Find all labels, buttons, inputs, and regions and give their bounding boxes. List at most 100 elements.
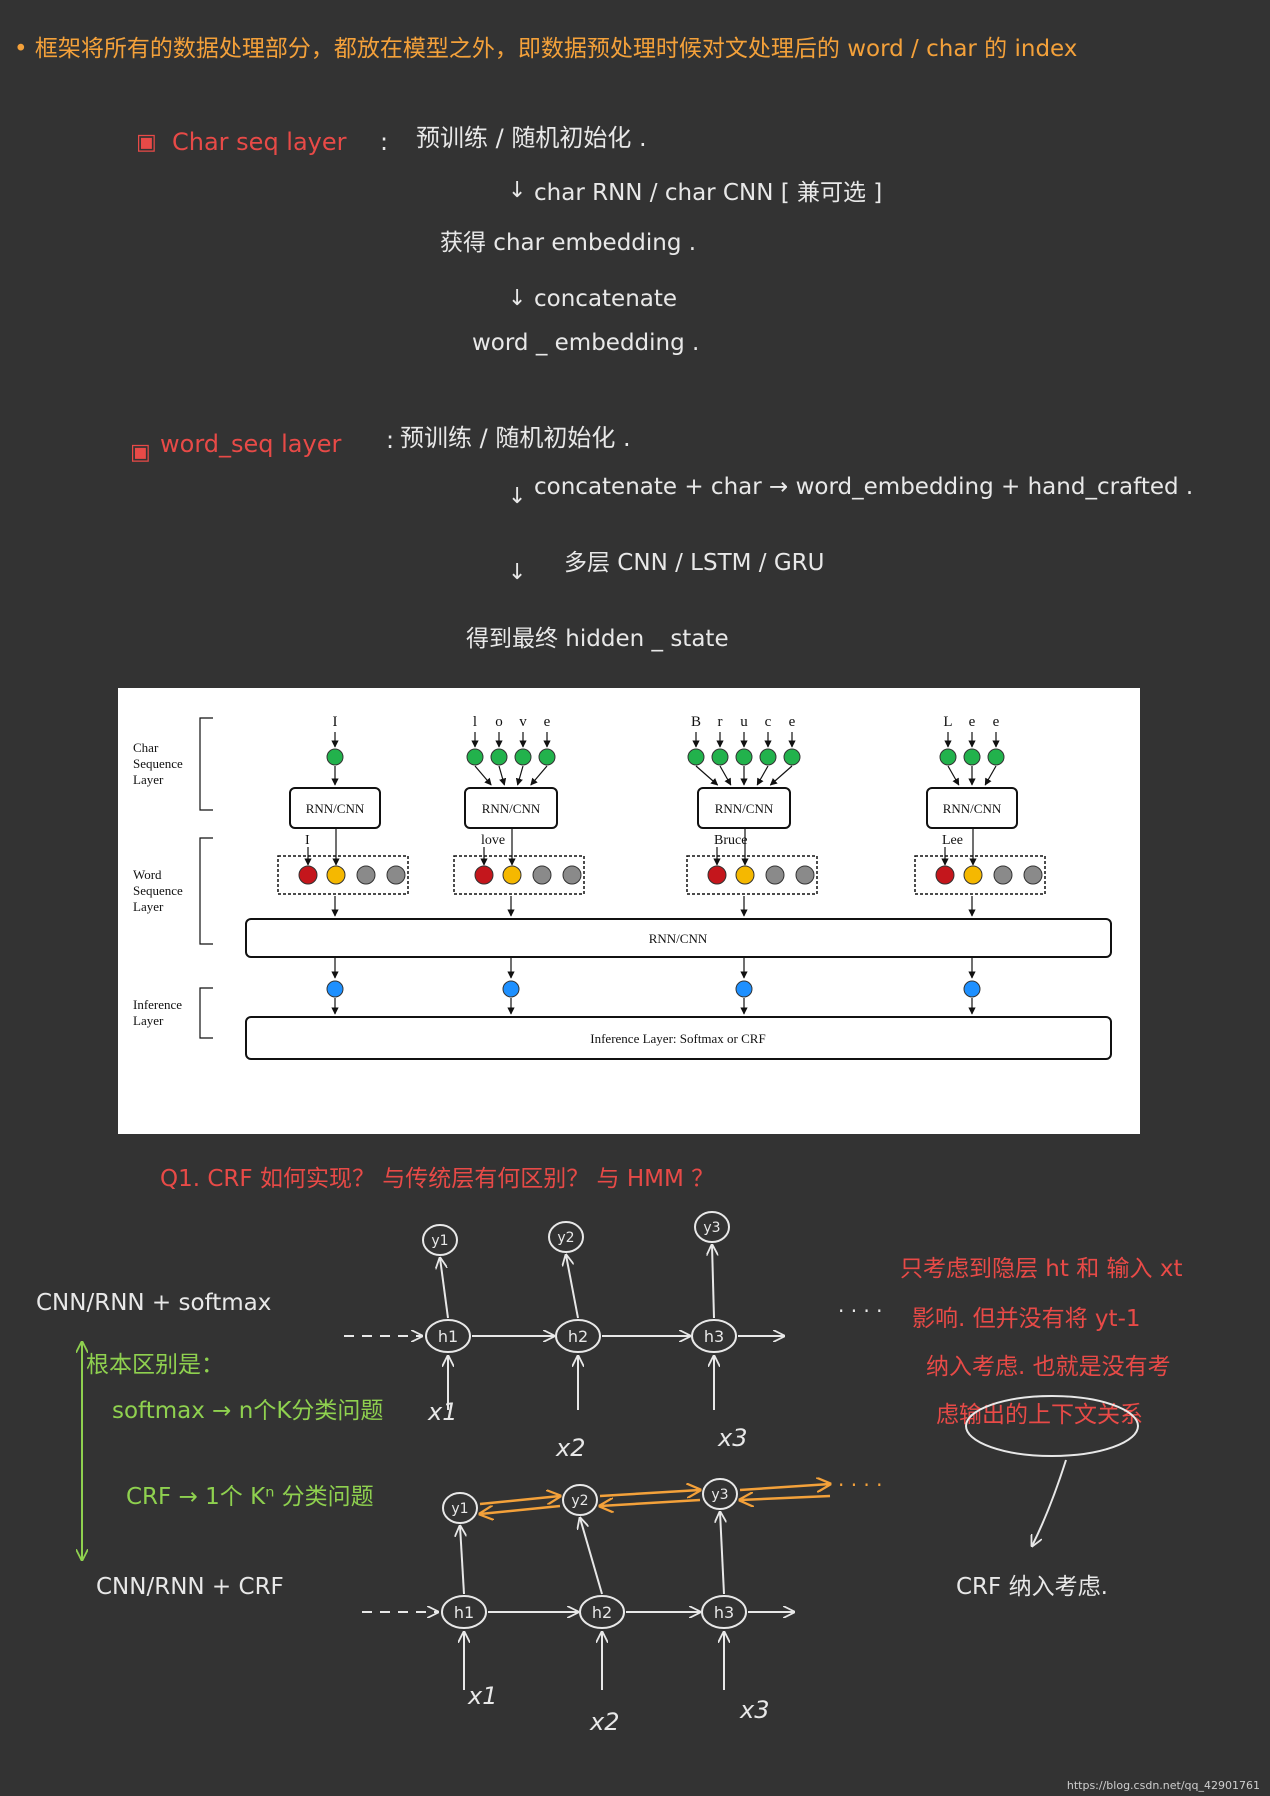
char-rnn-cnn-label: RNN/CNN <box>943 801 1002 816</box>
hidden-node-label: h2 <box>592 1603 612 1622</box>
hidden-to-output-arrow <box>720 1512 724 1595</box>
hidden-node-label: h1 <box>454 1603 474 1622</box>
word-embedding-node <box>707 865 727 885</box>
handcrafted-feature-node <box>386 865 406 885</box>
output-node <box>694 1211 730 1243</box>
q1-question: Q1. CRF 如何实现？ 与传统层有何区别？ 与 HMM ？ <box>160 1166 715 1192</box>
header-note: • 框架将所有的数据处理部分，都放在模型之外，即数据预处理时候对文处理后的 wo… <box>14 36 1078 62</box>
char-label: e <box>993 714 1000 730</box>
char-to-box-arrow <box>515 765 524 786</box>
hidden-to-output-arrow <box>580 1518 603 1595</box>
word-seq-colon: : <box>386 426 395 454</box>
char-embedding-node <box>939 748 957 766</box>
layer-label: Char <box>133 740 159 755</box>
arrow-down-icon: ↓ <box>508 178 527 203</box>
char-embedding-node <box>987 748 1005 766</box>
char-label: l <box>473 714 477 730</box>
word-seq-bullet-icon: ▣ <box>130 440 151 465</box>
handcrafted-feature-node <box>356 865 376 885</box>
word-label: Bruce <box>714 833 747 848</box>
word-label: love <box>481 833 505 848</box>
word-embedding-node <box>474 865 494 885</box>
layer-label: Layer <box>133 772 164 787</box>
char-seq-result2: word _ embedding . <box>472 330 700 356</box>
crf-model-label: CNN/RNN + CRF <box>96 1574 284 1600</box>
handcrafted-feature-node <box>562 865 582 885</box>
output-node <box>442 1492 478 1524</box>
char-seq-result1: 获得 char embedding . <box>440 230 697 256</box>
word-seq-init: 预训练 / 随机初始化 . <box>400 424 631 452</box>
char-embedding-node <box>326 748 344 766</box>
word-label: Lee <box>942 833 963 848</box>
softmax-model-label: CNN/RNN + softmax <box>36 1290 272 1316</box>
output-node-label: y2 <box>571 1493 588 1509</box>
hidden-state-node <box>735 980 753 998</box>
char-label: e <box>544 714 551 730</box>
char-feature-node <box>502 865 522 885</box>
crf-explanation: CRF → 1个 Kⁿ 分类问题 <box>126 1484 374 1510</box>
crf-forward-edge <box>599 1490 700 1496</box>
word-sequence-layer-label: RNN/CNN <box>649 931 708 946</box>
char-feature-node <box>735 865 755 885</box>
char-embedding-node <box>490 748 508 766</box>
word-representation-group <box>277 855 409 895</box>
hidden-node <box>441 1595 487 1629</box>
hidden-node <box>555 1319 601 1353</box>
char-feature-node <box>963 865 983 885</box>
char-label: e <box>789 714 796 730</box>
watermark: https://blog.csdn.net/qq_42901761 <box>1066 1779 1260 1792</box>
char-label: c <box>765 714 772 730</box>
hidden-node-label: h3 <box>704 1327 724 1346</box>
char-embedding-node <box>783 748 801 766</box>
char-rnn-cnn-box <box>697 787 791 829</box>
char-rnn-cnn-label: RNN/CNN <box>715 801 774 816</box>
output-node-label: y2 <box>557 1230 574 1246</box>
hidden-node-label: h2 <box>568 1327 588 1346</box>
hidden-state-node <box>963 980 981 998</box>
char-to-box-arrow <box>769 765 793 786</box>
conclusion-arrow <box>1032 1459 1067 1546</box>
output-node-label: y1 <box>431 1233 448 1249</box>
char-feature-node <box>326 865 346 885</box>
char-seq-step1: char RNN / char CNN [ 兼可选 ] <box>534 180 883 206</box>
char-seq-label: Char seq layer <box>172 128 347 156</box>
handcrafted-feature-node <box>1023 865 1043 885</box>
hidden-node <box>701 1595 747 1629</box>
input-label: x1 <box>427 1398 457 1426</box>
hidden-to-output-arrow <box>712 1245 714 1319</box>
char-to-box-arrow <box>756 765 769 786</box>
output-node <box>702 1478 738 1510</box>
word-representation-group <box>453 855 585 895</box>
word-seq-step1: concatenate + char → word_embedding + ha… <box>534 474 1194 500</box>
char-label: o <box>495 714 503 730</box>
right-note-line-2: 影响. 但并没有将 yt-1 <box>912 1306 1141 1332</box>
hidden-state-node <box>502 980 520 998</box>
layer-label: Layer <box>133 899 164 914</box>
crf-forward-edge <box>739 1484 830 1490</box>
word-embedding-node <box>935 865 955 885</box>
char-label: B <box>691 714 701 730</box>
char-label: e <box>969 714 976 730</box>
handcrafted-feature-node <box>765 865 785 885</box>
word-seq-result: 得到最终 hidden _ state <box>466 626 729 652</box>
char-embedding-node <box>538 748 556 766</box>
char-label: r <box>718 714 723 730</box>
hidden-node-label: h1 <box>438 1327 458 1346</box>
output-node <box>422 1224 458 1256</box>
input-label: x2 <box>589 1708 619 1736</box>
word-label: I <box>305 833 310 848</box>
crf-forward-edge <box>479 1496 560 1506</box>
char-embedding-node <box>711 748 729 766</box>
word-representation-group <box>914 855 1046 895</box>
word-embedding-node <box>298 865 318 885</box>
emphasis-ellipse <box>965 1395 1139 1457</box>
ncrf-architecture-figure: CharSequenceLayerWordSequenceLayerInfere… <box>118 688 1140 1134</box>
char-to-box-arrow <box>695 765 719 786</box>
char-rnn-cnn-label: RNN/CNN <box>306 801 365 816</box>
right-note-line-3: 纳入考虑. 也就是没有考 <box>926 1354 1171 1380</box>
right-note-line-1: 只考虑到隐层 ht 和 输入 xt <box>900 1256 1183 1282</box>
input-label: x3 <box>739 1696 769 1724</box>
softmax-explanation: softmax → n个K分类问题 <box>112 1398 384 1424</box>
char-label: I <box>333 714 338 730</box>
